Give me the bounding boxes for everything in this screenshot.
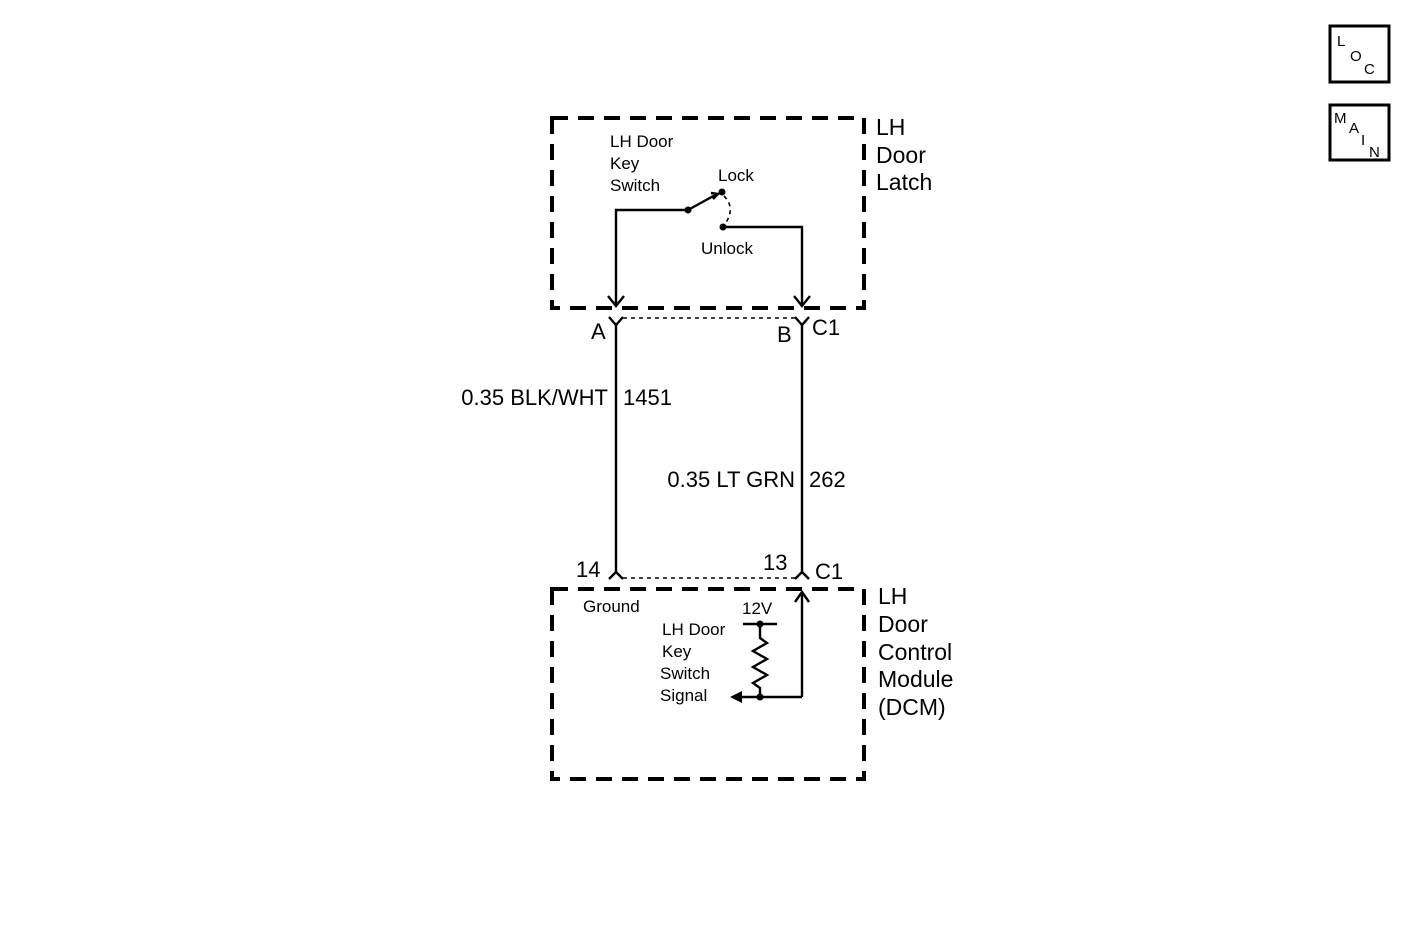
dcm-name-line3: Control [878, 639, 952, 665]
wire-262-label: 0.35 LT GRN [667, 467, 795, 492]
loc-letter-3: C [1364, 61, 1375, 78]
signal-label-line3: Switch [660, 664, 710, 683]
main-letter-4: N [1369, 144, 1380, 161]
voltage-label: 12V [742, 599, 773, 618]
dcm-box [550, 587, 866, 781]
lock-label: Lock [718, 166, 754, 185]
loc-letter-1: L [1337, 33, 1345, 50]
door-latch-box [550, 116, 866, 310]
dcm-connector [608, 570, 810, 580]
main-letter-3: I [1361, 132, 1365, 149]
wire-262-circuit: 262 [809, 467, 846, 492]
dcm-name-line5: (DCM) [878, 694, 946, 720]
unlock-label: Unlock [701, 239, 753, 258]
dcm-name-line1: LH [878, 583, 907, 609]
switch-label-line2: Key [610, 154, 640, 173]
ground-label: Ground [583, 597, 640, 616]
main-button[interactable]: M A I N [1328, 103, 1391, 162]
switch-label-line1: LH Door [610, 132, 674, 151]
latch-name-line3: Latch [876, 169, 932, 195]
wire-1451-label: 0.35 BLK/WHT [461, 385, 608, 410]
loc-button[interactable]: L O C [1328, 24, 1391, 84]
dcm-pin-14: 14 [576, 557, 600, 582]
key-switch [607, 188, 811, 308]
signal-label-line1: LH Door [662, 620, 726, 639]
latch-pin-a: A [591, 319, 606, 344]
latch-connector-label: C1 [812, 315, 840, 340]
main-letter-2: A [1349, 120, 1359, 137]
dcm-connector-label: C1 [815, 559, 843, 584]
switch-label-line3: Switch [610, 176, 660, 195]
dcm-name-line2: Door [878, 611, 928, 637]
latch-name-line1: LH [876, 114, 905, 140]
wire-1451-circuit: 1451 [623, 385, 672, 410]
latch-name-line2: Door [876, 142, 926, 168]
pull-up-circuit [730, 589, 810, 703]
main-letter-1: M [1334, 110, 1347, 127]
loc-letter-2: O [1350, 48, 1362, 65]
signal-label-line2: Key [662, 642, 692, 661]
dcm-pin-13: 13 [763, 550, 787, 575]
latch-pin-b: B [777, 322, 792, 347]
signal-label-line4: Signal [660, 686, 707, 705]
dcm-name-line4: Module [878, 666, 953, 692]
